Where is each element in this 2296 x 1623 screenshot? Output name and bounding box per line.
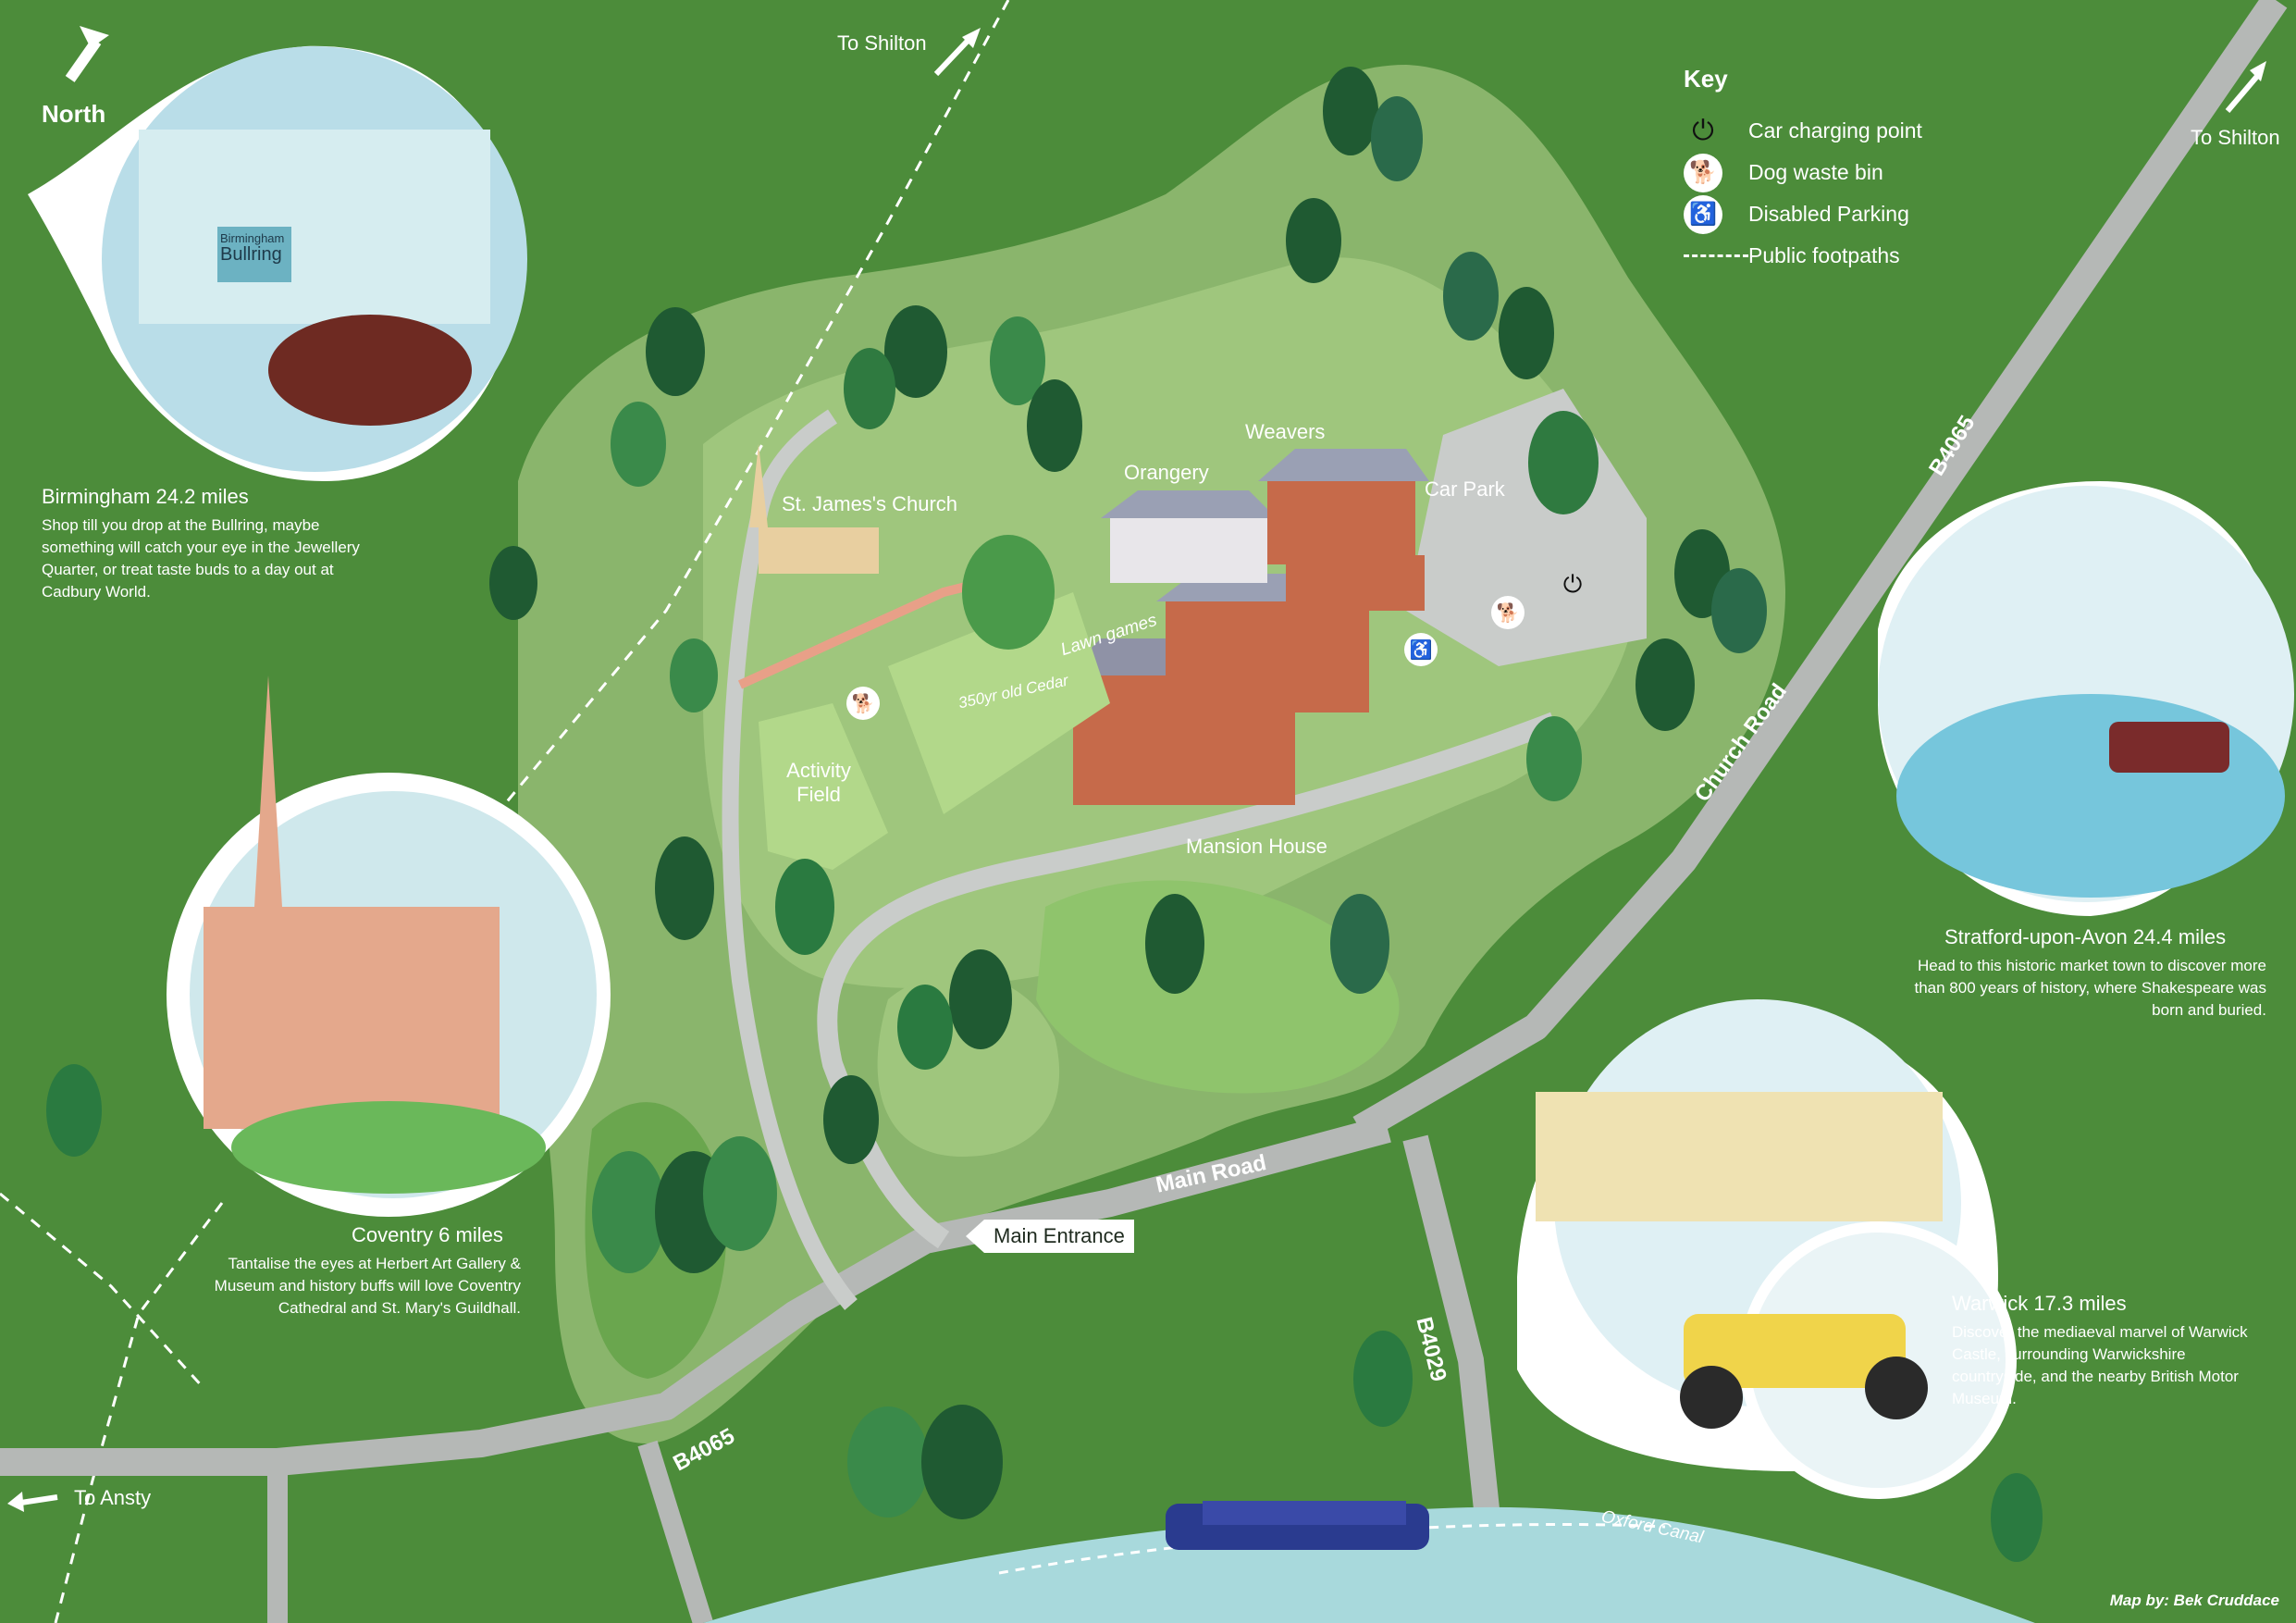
shilton-arrow-top-line: [933, 36, 972, 77]
coventry-bushes: [231, 1101, 546, 1194]
to-ansty[interactable]: To Ansty: [74, 1486, 152, 1509]
tree-clusters: [46, 67, 2043, 1562]
coventry-cathedral: [204, 907, 500, 1129]
car-wheel-front: [1680, 1366, 1743, 1429]
north-label: North: [42, 100, 106, 128]
car-charging-icon[interactable]: ⏻: [1562, 570, 1583, 598]
warwick-desc: Discover the mediaeval marvel of Warwick…: [1952, 1323, 2248, 1407]
car-charging-icon: ⏻: [1692, 115, 1714, 146]
stratford-title[interactable]: Stratford-upon-Avon 24.4 miles: [1944, 925, 2227, 948]
weavers-roof: [1258, 449, 1429, 481]
bull-statue: [268, 315, 472, 426]
mansion-wing: [1166, 601, 1369, 712]
activity-field: [759, 703, 888, 870]
key-label: Car charging point: [1748, 118, 1922, 142]
bullring-glass: [139, 130, 490, 324]
key-title: Key: [1684, 65, 1728, 93]
birmingham-title[interactable]: Birmingham 24.2 miles: [42, 485, 249, 508]
footpath-dash-icon: [1684, 254, 1748, 257]
map-key: Key ⏻ Car charging point 🐕 Dog waste bin…: [1684, 65, 1980, 277]
footpath-north: [479, 0, 1010, 834]
vintage-car: [1684, 1314, 1906, 1388]
lawn-games-lawn: [888, 592, 1110, 814]
weavers-building-2: [1286, 555, 1425, 611]
label-st-james-church[interactable]: St. James's Church: [782, 492, 958, 515]
north-arrow: [65, 26, 109, 82]
key-label: Disabled Parking: [1748, 202, 1909, 226]
narrowboat-cabin: [1203, 1501, 1406, 1525]
dog-waste-bin-icon[interactable]: 🐕: [846, 687, 880, 720]
car-wheel-back: [1865, 1357, 1928, 1419]
dog-waste-bin-icon[interactable]: 🐕: [1491, 596, 1524, 629]
road-main: [0, 1115, 1391, 1476]
church-building: [759, 527, 879, 574]
weavers-building: [1267, 481, 1415, 564]
stratford-narrowboat: [2109, 722, 2229, 773]
road-b4065-church: [1352, 0, 2288, 1141]
key-row-car-charging: ⏻ Car charging point: [1684, 110, 1980, 152]
key-row-disabled-parking: ♿ Disabled Parking: [1684, 193, 1980, 235]
to-shilton-right[interactable]: To Shilton: [2191, 126, 2280, 149]
label-mansion-house[interactable]: Mansion House: [1186, 835, 1327, 858]
shilton-arrow-right-line: [2225, 72, 2262, 113]
shilton-arrow-right: [2250, 61, 2266, 81]
orangery-roof: [1101, 490, 1277, 518]
label-orangery[interactable]: Orangery: [1124, 461, 1209, 484]
warwick-title[interactable]: Warwick 17.3 miles: [1952, 1292, 2127, 1315]
main-entrance-sign[interactable]: Main Entrance: [966, 1220, 1134, 1253]
coventry-title[interactable]: Coventry 6 miles: [352, 1223, 503, 1246]
bullring-sign-line2: Bullring: [220, 244, 282, 265]
stratford-desc: Head to this historic market town to dis…: [1914, 957, 2266, 1019]
label-car-park[interactable]: Car Park: [1425, 477, 1505, 501]
coventry-spire: [254, 675, 282, 907]
estate-drive-west: [722, 409, 858, 1310]
label-weavers[interactable]: Weavers: [1245, 420, 1326, 443]
bullring-sign-line1: Birmingham: [220, 231, 285, 245]
key-row-footpaths: Public footpaths: [1684, 235, 1980, 277]
church-spire: [749, 444, 768, 527]
ansty-arrow-head: [7, 1492, 24, 1512]
oxford-canal: [703, 1506, 2035, 1623]
label-activity-field[interactable]: Activity Field: [786, 759, 851, 806]
key-label: Dog waste bin: [1748, 160, 1883, 184]
bullring-sign: [217, 227, 291, 282]
disabled-parking-icon: ♿: [1684, 194, 1722, 234]
road-spur-s: [637, 1440, 713, 1623]
key-row-dog-bin: 🐕 Dog waste bin: [1684, 152, 1980, 193]
map-credit: Map by: Bek Cruddace: [2109, 1592, 2279, 1609]
orangery-building: [1110, 518, 1267, 583]
grass-patch-south: [1036, 880, 1400, 1094]
warwick-castle: [1536, 1092, 1943, 1221]
dog-waste-bin-icon: 🐕: [1684, 153, 1722, 192]
canal-towpath: [998, 1522, 1666, 1575]
to-shilton-top[interactable]: To Shilton: [837, 31, 927, 55]
shilton-arrow-top: [962, 28, 981, 48]
birmingham-desc: Shop till you drop at the Bullring, mayb…: [42, 516, 360, 601]
disabled-parking-icon[interactable]: ♿: [1404, 633, 1438, 666]
footpath-southwest: [0, 1192, 205, 1390]
coventry-desc: Tantalise the eyes at Herbert Art Galler…: [214, 1255, 521, 1317]
key-label: Public footpaths: [1748, 243, 1900, 267]
footpath-west: [54, 1202, 224, 1623]
